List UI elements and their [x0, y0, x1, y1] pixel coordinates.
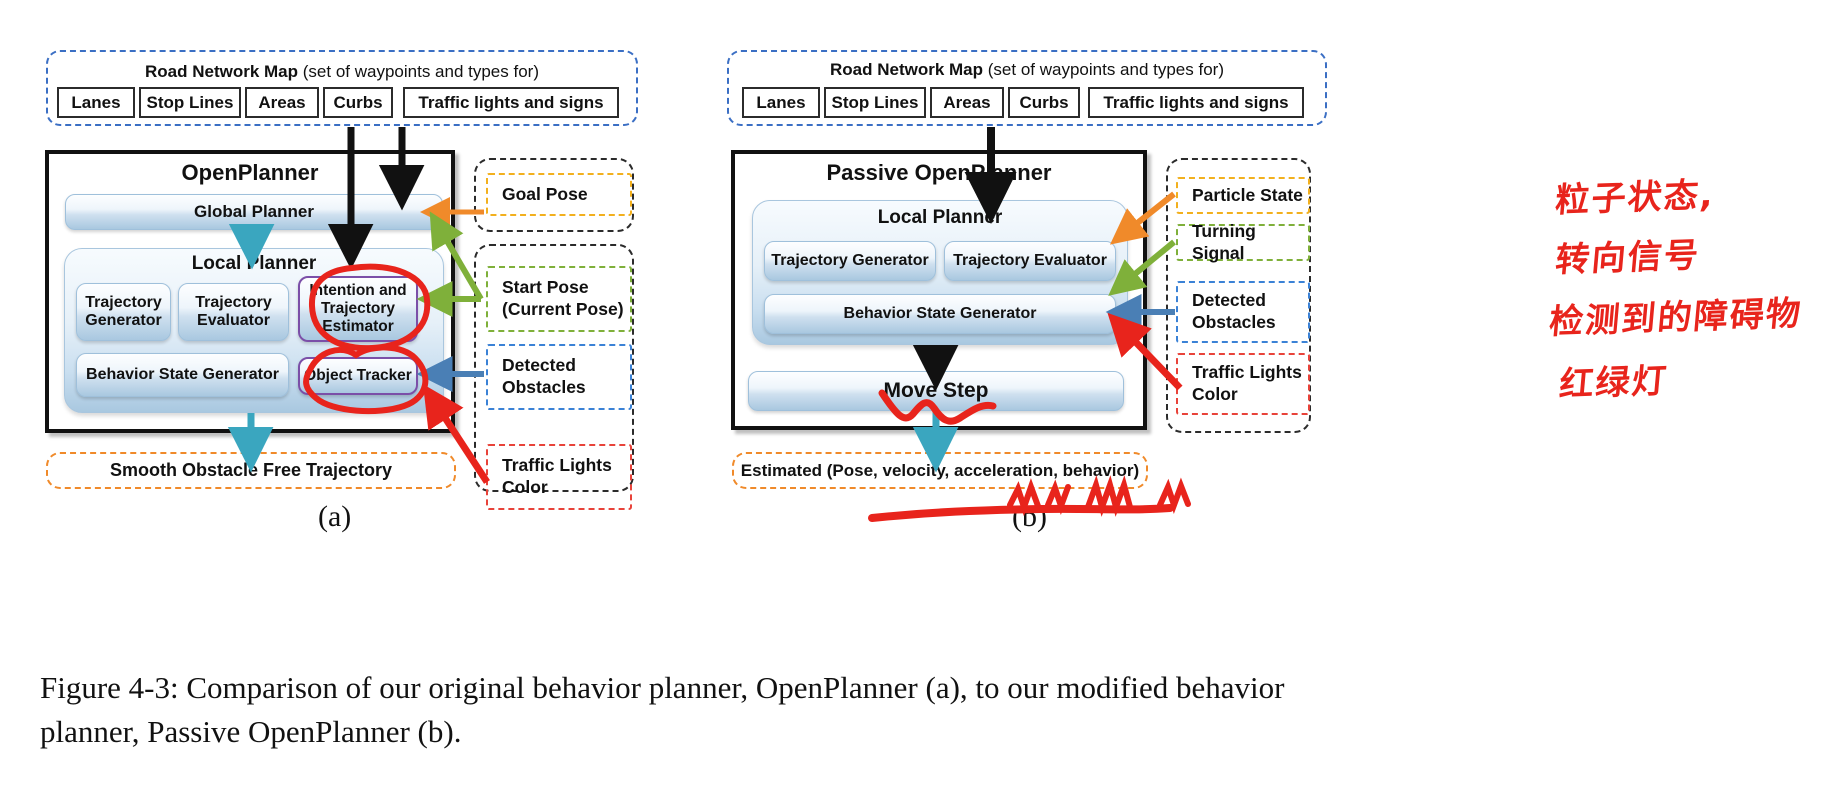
- b-annotation-group: [1166, 158, 1311, 433]
- a-waypoint-areas: Areas: [245, 87, 319, 118]
- a-block-object-tracker: Object Tracker: [298, 357, 418, 395]
- handwritten-note-4: 红绿灯: [1557, 361, 1670, 405]
- b-block-trajectory-generator: Trajectory Generator: [764, 241, 936, 281]
- b-block-behavior-state-generator: Behavior State Generator: [764, 294, 1116, 334]
- a-road-network-map-box: Road Network Map (set of waypoints and t…: [46, 50, 638, 126]
- b-sub-caption: (b): [1012, 500, 1047, 533]
- a-output-smooth-trajectory: Smooth Obstacle Free Trajectory: [46, 452, 456, 489]
- b-passive-openplanner-title: Passive OpenPlanner: [826, 160, 1052, 185]
- a-waypoint-curbs: Curbs: [323, 87, 393, 118]
- a-waypoint-lanes: Lanes: [57, 87, 135, 118]
- figure-caption: Figure 4-3: Comparison of our original b…: [40, 670, 1285, 750]
- b-rnm-title-rest: (set of waypoints and types for): [983, 60, 1224, 79]
- a-annotation-group-lower: [474, 244, 634, 492]
- a-input-start-pose-label: Start Pose(Current Pose): [502, 277, 624, 319]
- a-openplanner-title: OpenPlanner: [181, 160, 319, 185]
- a-block-behavior-state-generator: Behavior State Generator: [76, 353, 289, 397]
- a-rnm-title-rest: (set of waypoints and types for): [298, 62, 539, 81]
- a-sub-caption: (a): [318, 500, 352, 533]
- b-local-planner-title: Local Planner: [877, 207, 1003, 228]
- a-road-network-map-title: Road Network Map (set of waypoints and t…: [48, 62, 636, 82]
- a-input-start-pose: Start Pose(Current Pose): [486, 266, 632, 332]
- handwritten-note-3: 检测到的障碍物: [1547, 293, 1804, 343]
- a-local-planner-title: Local Planner: [191, 253, 317, 274]
- a-input-goal-pose: Goal Pose: [486, 173, 632, 216]
- b-road-network-map-title: Road Network Map (set of waypoints and t…: [727, 60, 1327, 80]
- b-input-particle-state: Particle State: [1176, 177, 1310, 214]
- a-rnm-title-bold: Road Network Map: [145, 62, 299, 81]
- handwritten-note-2: 转向信号: [1553, 235, 1702, 281]
- b-waypoint-areas: Areas: [930, 87, 1004, 118]
- a-global-planner: Global Planner: [65, 194, 443, 230]
- a-waypoint-traffic-lights-signs: Traffic lights and signs: [403, 87, 619, 118]
- b-output-estimated: Estimated (Pose, velocity, acceleration,…: [732, 452, 1148, 489]
- b-move-step: Move Step: [748, 371, 1124, 411]
- b-waypoint-lanes: Lanes: [742, 87, 820, 118]
- a-waypoint-stop-lines: Stop Lines: [139, 87, 241, 118]
- a-annotation-group-upper: [474, 158, 634, 232]
- handwritten-note-1: 粒子状态,: [1553, 175, 1717, 221]
- a-block-trajectory-evaluator: Trajectory Evaluator: [178, 283, 289, 341]
- b-waypoint-stop-lines: Stop Lines: [824, 87, 926, 118]
- a-block-intention-trajectory-estimator: Intention and Trajectory Estimator: [298, 276, 418, 342]
- b-waypoint-traffic-lights-signs: Traffic lights and signs: [1088, 87, 1304, 118]
- b-road-network-map-box: [727, 50, 1327, 126]
- b-rnm-title-bold: Road Network Map: [830, 60, 984, 79]
- b-waypoint-curbs: Curbs: [1008, 87, 1080, 118]
- b-block-trajectory-evaluator: Trajectory Evaluator: [944, 241, 1116, 281]
- a-block-trajectory-generator: Trajectory Generator: [76, 283, 171, 341]
- b-input-turning-signal: Turning Signal: [1176, 221, 1310, 263]
